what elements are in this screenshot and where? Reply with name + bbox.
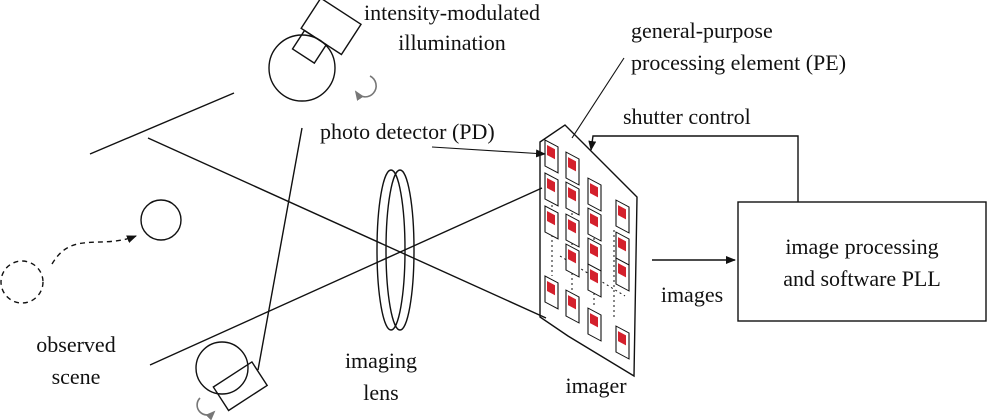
photo-detector [590, 243, 598, 258]
photo-detector [547, 211, 555, 226]
processing-label-1: image processing [785, 234, 938, 259]
shutter-control-line [588, 135, 799, 202]
pe-label-2: processing element (PE) [631, 50, 846, 75]
processing-element [544, 275, 559, 310]
lens-label-1: imaging [345, 348, 417, 373]
shutter-label: shutter control [623, 104, 751, 129]
scene-label-1: observed [36, 332, 115, 357]
illumination-line [257, 127, 303, 371]
photo-detector [568, 187, 576, 202]
pe-pointer [571, 57, 625, 139]
photo-detector [618, 331, 626, 346]
scene-plane-edge [89, 92, 235, 155]
processing-element [587, 207, 602, 242]
photo-detector [568, 295, 576, 310]
photo-detector [568, 219, 576, 234]
photo-detector [618, 237, 626, 252]
scene-object [140, 199, 182, 241]
illumination-label-2: illumination [398, 30, 506, 55]
processing-element [615, 199, 630, 234]
processing-label-2: and software PLL [783, 266, 941, 291]
photo-detector [568, 249, 576, 264]
photo-detector [590, 183, 598, 198]
images-label: images [661, 282, 723, 307]
processing-element [587, 307, 602, 342]
processing-element [544, 205, 559, 240]
processing-element [587, 237, 602, 272]
scene-object-previous [0, 260, 44, 304]
motion-arrow [51, 235, 137, 265]
pd-pointer [431, 146, 546, 158]
processing-element [565, 213, 580, 248]
scene-label-2: scene [52, 364, 101, 389]
image-processing-box [737, 201, 987, 322]
imaging-lens-icon [376, 169, 415, 331]
pd-label: photo detector (PD) [320, 119, 495, 144]
processing-element [587, 177, 602, 212]
upper-light-source-icon [268, 0, 377, 102]
pe-array [544, 139, 630, 360]
photo-detector [590, 313, 598, 328]
processing-element [544, 172, 559, 207]
photo-detector [590, 213, 598, 228]
light-ray [149, 187, 543, 366]
processing-element [565, 243, 580, 278]
light-ray [147, 137, 547, 319]
processing-element [565, 151, 580, 186]
lens-label-2: lens [363, 380, 398, 405]
processing-element [565, 181, 580, 216]
processing-element [615, 325, 630, 360]
photo-detector [547, 178, 555, 193]
imager-label: imager [565, 373, 627, 398]
photo-detector [618, 263, 626, 278]
photo-detector [590, 269, 598, 284]
processing-element [587, 263, 602, 298]
imager-plate [539, 124, 638, 378]
photo-detector [568, 157, 576, 172]
illumination-label-1: intensity-modulated [364, 0, 540, 25]
photo-detector [618, 205, 626, 220]
processing-element [544, 139, 559, 174]
pe-label-1: general-purpose [631, 18, 773, 43]
rotation-arrow-icon [196, 397, 216, 420]
rotation-arrow-icon [354, 75, 377, 101]
photo-detector [547, 281, 555, 296]
lower-light-source-icon [195, 341, 269, 420]
processing-element [615, 257, 630, 292]
processing-element [565, 289, 580, 324]
photo-detector [547, 145, 555, 160]
